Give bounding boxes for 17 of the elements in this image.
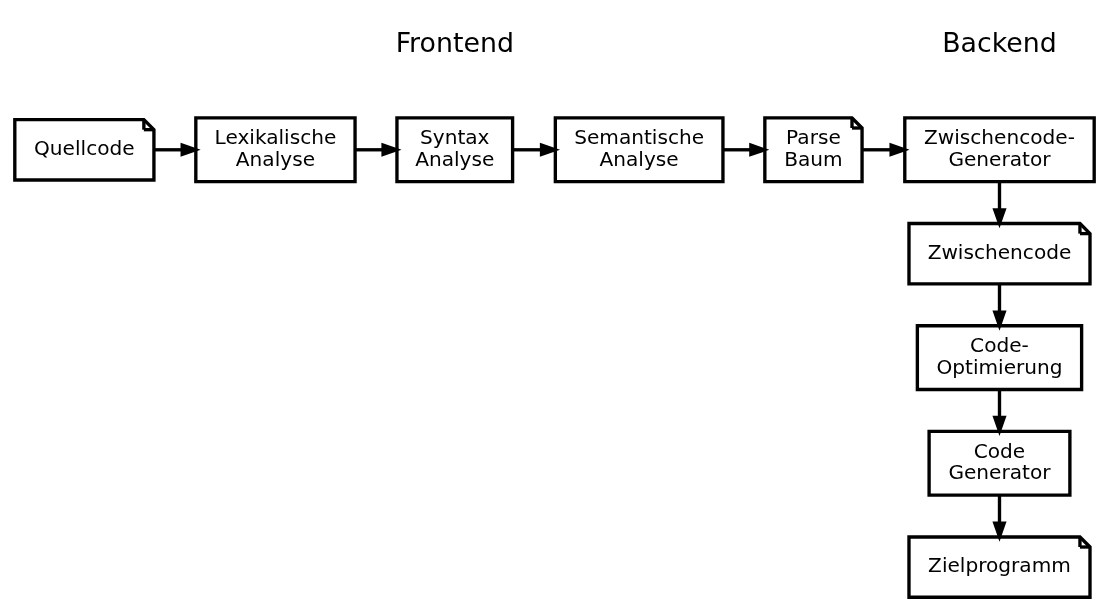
arrow — [992, 495, 1007, 542]
arrow — [723, 142, 770, 157]
label: Backend — [942, 27, 1057, 59]
arrow — [513, 142, 561, 157]
arrow — [862, 142, 910, 157]
arrow — [992, 389, 1007, 436]
arrow — [992, 181, 1007, 229]
label: Frontend — [395, 27, 514, 59]
arrow — [154, 142, 201, 157]
arrow — [355, 142, 402, 157]
node-box: Code- Optimierung — [915, 324, 1084, 392]
node-box: Semantische Analyse — [553, 116, 725, 184]
node-box: Zwischencode- Generator — [903, 116, 1096, 184]
arrow — [992, 283, 1007, 331]
node-box: Lexikalische Analyse — [194, 116, 357, 184]
node-box: Syntax Analyse — [395, 116, 515, 184]
node-box: Code Generator — [927, 429, 1072, 497]
